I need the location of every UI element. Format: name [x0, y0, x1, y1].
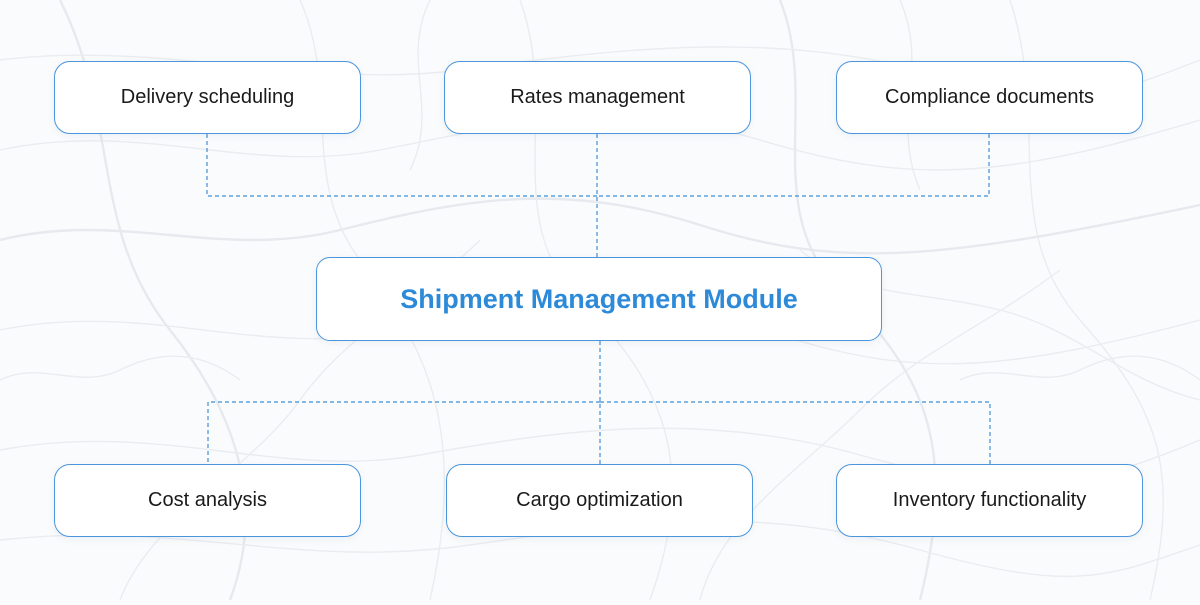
- node-inventory-functionality: Inventory functionality: [836, 464, 1143, 537]
- node-cargo-optimization: Cargo optimization: [446, 464, 753, 537]
- node-shipment-management-module: Shipment Management Module: [316, 257, 882, 341]
- node-delivery-scheduling: Delivery scheduling: [54, 61, 361, 134]
- node-label: Rates management: [510, 86, 685, 108]
- center-node-label: Shipment Management Module: [400, 283, 798, 314]
- node-label: Inventory functionality: [892, 489, 1087, 511]
- connector-bottom-right: [600, 401, 991, 464]
- node-rates-management: Rates management: [444, 61, 751, 134]
- connector-bottom-left: [207, 401, 600, 464]
- connector-top-right: [597, 134, 990, 197]
- node-label: Compliance documents: [885, 86, 1094, 108]
- node-cost-analysis: Cost analysis: [54, 464, 361, 537]
- node-label: Cost analysis: [148, 489, 267, 511]
- connector-top-left: [206, 134, 597, 197]
- node-compliance-documents: Compliance documents: [836, 61, 1143, 134]
- node-label: Cargo optimization: [516, 489, 683, 511]
- node-label: Delivery scheduling: [120, 86, 295, 108]
